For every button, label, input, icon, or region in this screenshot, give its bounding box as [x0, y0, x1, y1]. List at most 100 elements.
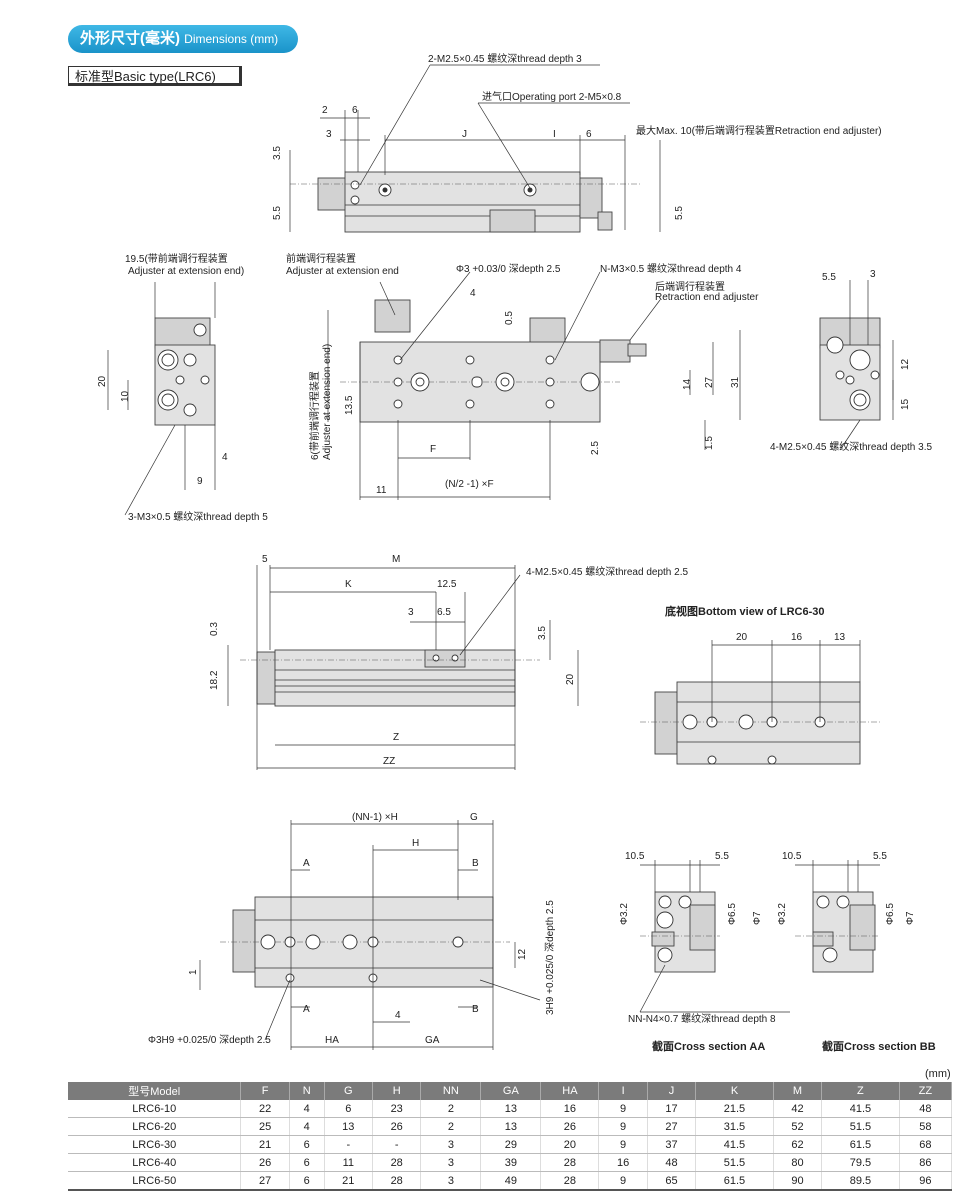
dim-0-5: 0.5	[504, 311, 515, 325]
lower-side-view	[199, 820, 541, 1050]
table-cell: LRC6-50	[68, 1171, 242, 1191]
right-end-view	[819, 280, 894, 451]
dim-20-mid: 20	[565, 673, 576, 685]
table-cell: 39	[480, 1153, 542, 1172]
dim-5-5-bb: 5.5	[873, 851, 887, 862]
dim-phi3-2-aa: Φ3.2	[619, 903, 630, 925]
dim-12-5: 12.5	[437, 579, 457, 590]
label-3-m3: 3-M3×0.5 螺纹深thread depth 5	[128, 510, 268, 523]
table-cell: 16	[598, 1153, 648, 1172]
table-cell: 22	[240, 1100, 290, 1118]
label-port: 进气口Operating port 2-M5×0.8	[482, 90, 622, 103]
th-F: F	[240, 1082, 290, 1100]
table-cell: 9	[598, 1135, 648, 1154]
dim-3-right: 3	[870, 269, 876, 280]
table-cell: 6	[289, 1153, 325, 1172]
dim-3-5-mid: 3.5	[537, 626, 548, 640]
table-header-row: 型号Model F N G H NN GA HA I J K M Z ZZ	[68, 1082, 953, 1100]
dim-F: F	[430, 444, 436, 455]
dim-16-bottom: 16	[791, 632, 803, 643]
label-n-m3: N-M3×0.5 螺纹深thread depth 4	[600, 262, 742, 275]
label-adj-ext-left-cn: 19.5(带前端调行程装置	[125, 252, 228, 265]
table-cell: 9	[598, 1100, 648, 1118]
table-cell: 80	[773, 1153, 823, 1172]
th-K: K	[695, 1082, 774, 1100]
table-cell: 20	[540, 1135, 600, 1154]
header-title-cn: 外形尺寸(毫米)	[80, 30, 180, 47]
dim-18-2: 18.2	[209, 670, 220, 690]
cross-section-bb	[795, 860, 880, 973]
bottom-view	[640, 640, 880, 765]
table-cell: 41.5	[695, 1135, 774, 1154]
top-side-view	[289, 64, 661, 233]
dim-Z: Z	[393, 732, 399, 743]
th-J: J	[647, 1082, 697, 1100]
label-phi3: Φ3 +0.03/0 深depth 2.5	[456, 263, 561, 275]
table-cell: LRC6-10	[68, 1100, 242, 1118]
table-cell: 21	[324, 1171, 373, 1191]
th-model: 型号Model	[68, 1082, 242, 1100]
table-cell: 28	[540, 1153, 600, 1172]
table-cell: 51.5	[821, 1117, 900, 1136]
table-cell: 25	[240, 1117, 290, 1136]
dim-3-mid: 3	[408, 607, 414, 618]
dim-4-lower: 4	[395, 1010, 401, 1021]
table-cell: 4	[289, 1100, 325, 1118]
table-cell: 37	[647, 1135, 697, 1154]
table-cell: 89.5	[821, 1171, 900, 1191]
dim-20-bottom: 20	[736, 632, 748, 643]
dim-3: 3	[326, 129, 332, 140]
left-end-view	[107, 282, 216, 516]
table-cell: 49	[480, 1171, 542, 1191]
dim-27: 27	[704, 376, 715, 388]
dim-14: 14	[682, 378, 693, 390]
table-cell: 29	[480, 1135, 542, 1154]
table-cell: 21	[240, 1135, 290, 1154]
th-H: H	[372, 1082, 422, 1100]
label-4-m25-right: 4-M2.5×0.45 螺纹深thread depth 3.5	[770, 440, 932, 453]
unit-label: (mm)	[925, 1068, 951, 1080]
dim-4-left: 4	[222, 452, 228, 463]
table-cell: 3	[420, 1171, 482, 1191]
dim-5-5b: 5.5	[674, 206, 685, 220]
th-I: I	[598, 1082, 648, 1100]
dim-20-left: 20	[97, 375, 108, 387]
table-cell: 51.5	[695, 1153, 774, 1172]
label-adj-front-cn: 前端调行程装置	[286, 252, 356, 265]
dim-1: 1	[188, 969, 199, 975]
table-cell: 6	[289, 1135, 325, 1154]
label-max-retract: 最大Max. 10(带后端调行程装置Retraction end adjuste…	[636, 124, 882, 137]
table-cell: 2	[420, 1117, 482, 1136]
table-cell: LRC6-20	[68, 1117, 242, 1136]
table-cell: 79.5	[821, 1153, 900, 1172]
dim-G: G	[470, 812, 478, 823]
dim-1-5: 1.5	[704, 436, 715, 450]
table-cell: 96	[899, 1171, 953, 1191]
dim-3-5: 3.5	[272, 146, 283, 160]
dim-5-5-aa: 5.5	[715, 851, 729, 862]
dim-6: 6	[352, 105, 358, 116]
table-cell: 16	[540, 1100, 600, 1118]
dim-phi6-5-aa: Φ6.5	[727, 903, 738, 925]
table-cell: 86	[899, 1153, 953, 1172]
th-Z: Z	[821, 1082, 900, 1100]
dim-HA: HA	[325, 1035, 339, 1046]
table-cell: LRC6-30	[68, 1135, 242, 1154]
th-NN: NN	[420, 1082, 482, 1100]
dim-6b: 6	[586, 129, 592, 140]
table-cell: 41.5	[821, 1100, 900, 1118]
dim-phi3-2-bb: Φ3.2	[777, 903, 788, 925]
label-adj-front-en: Adjuster at extension end	[286, 266, 399, 277]
table-cell: 23	[372, 1100, 422, 1118]
table-cell: 6	[289, 1171, 325, 1191]
table-cell: 48	[899, 1100, 953, 1118]
label-vert-adj-en: Adjuster at extension end)	[322, 344, 333, 460]
th-G: G	[324, 1082, 373, 1100]
table-cell: 21.5	[695, 1100, 774, 1118]
label-B-bot: B	[472, 1004, 479, 1015]
